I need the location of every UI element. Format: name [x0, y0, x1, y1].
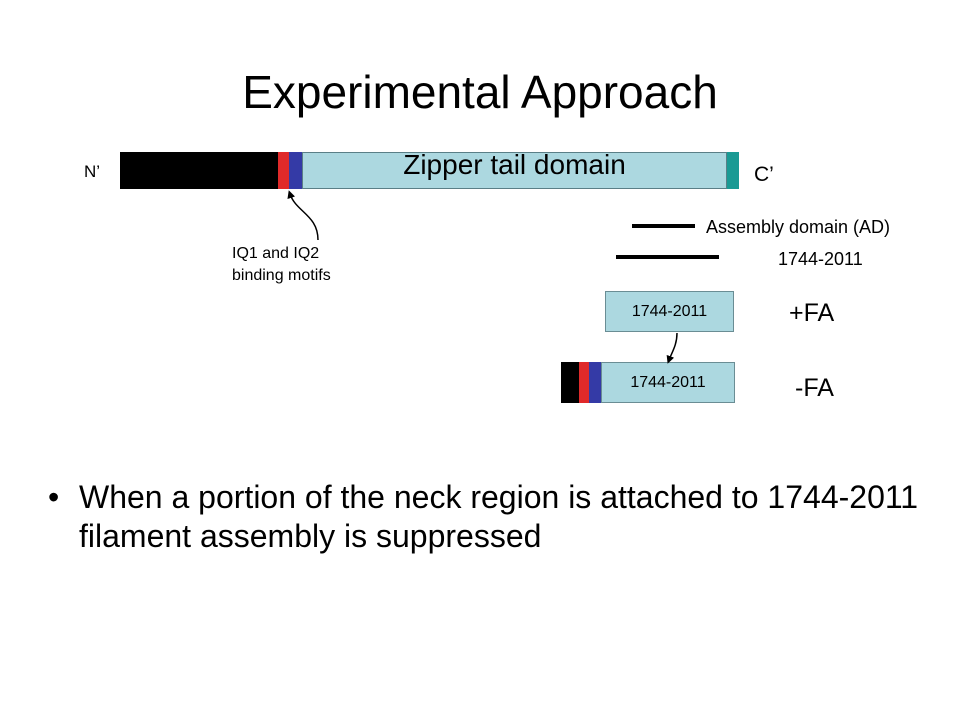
neck-region-segment: [120, 152, 278, 189]
c-terminus-label: C’: [754, 163, 774, 186]
c-terminal-segment: [727, 152, 739, 189]
assembly-domain-label: Assembly domain (AD): [706, 217, 891, 237]
iq-motif-pointer-arrow: [287, 190, 319, 241]
construct-box-minus-fa-label: 1744-2011: [630, 373, 706, 391]
iq1-portion-segment: [579, 362, 589, 403]
iq2-portion-segment: [589, 362, 601, 403]
range-label: 1744-2011: [778, 249, 863, 269]
construct-box-plus-fa-label: 1744-2011: [631, 302, 708, 320]
slide-title: Experimental Approach: [242, 66, 718, 118]
plus-fa-label: +FA: [789, 299, 835, 327]
neck-portion-segment: [561, 362, 579, 403]
zipper-tail-domain-segment: Zipper tail domain: [302, 148, 727, 189]
construct-box-minus-fa: 1744-2011: [601, 362, 735, 403]
iq-motifs-label-line2: binding motifs: [232, 267, 331, 284]
zipper-tail-domain-label: Zipper tail domain: [403, 148, 626, 180]
n-terminus-label: N’: [84, 162, 101, 181]
bullet-symbol: •: [48, 479, 60, 515]
iq1-motif-segment: [278, 152, 289, 189]
iq-motifs-label: IQ1 and IQ2 binding motifs: [232, 243, 392, 287]
range-line: [616, 255, 719, 259]
bullet-text: When a portion of the neck region is att…: [79, 479, 919, 554]
iq-motifs-label-line1: IQ1 and IQ2: [232, 245, 320, 262]
iq2-motif-segment: [289, 152, 302, 189]
construct-box-plus-fa: 1744-2011: [605, 291, 734, 332]
construct-transition-arrow: [666, 332, 678, 364]
assembly-domain-line: [632, 224, 695, 228]
minus-fa-label: -FA: [795, 374, 834, 402]
